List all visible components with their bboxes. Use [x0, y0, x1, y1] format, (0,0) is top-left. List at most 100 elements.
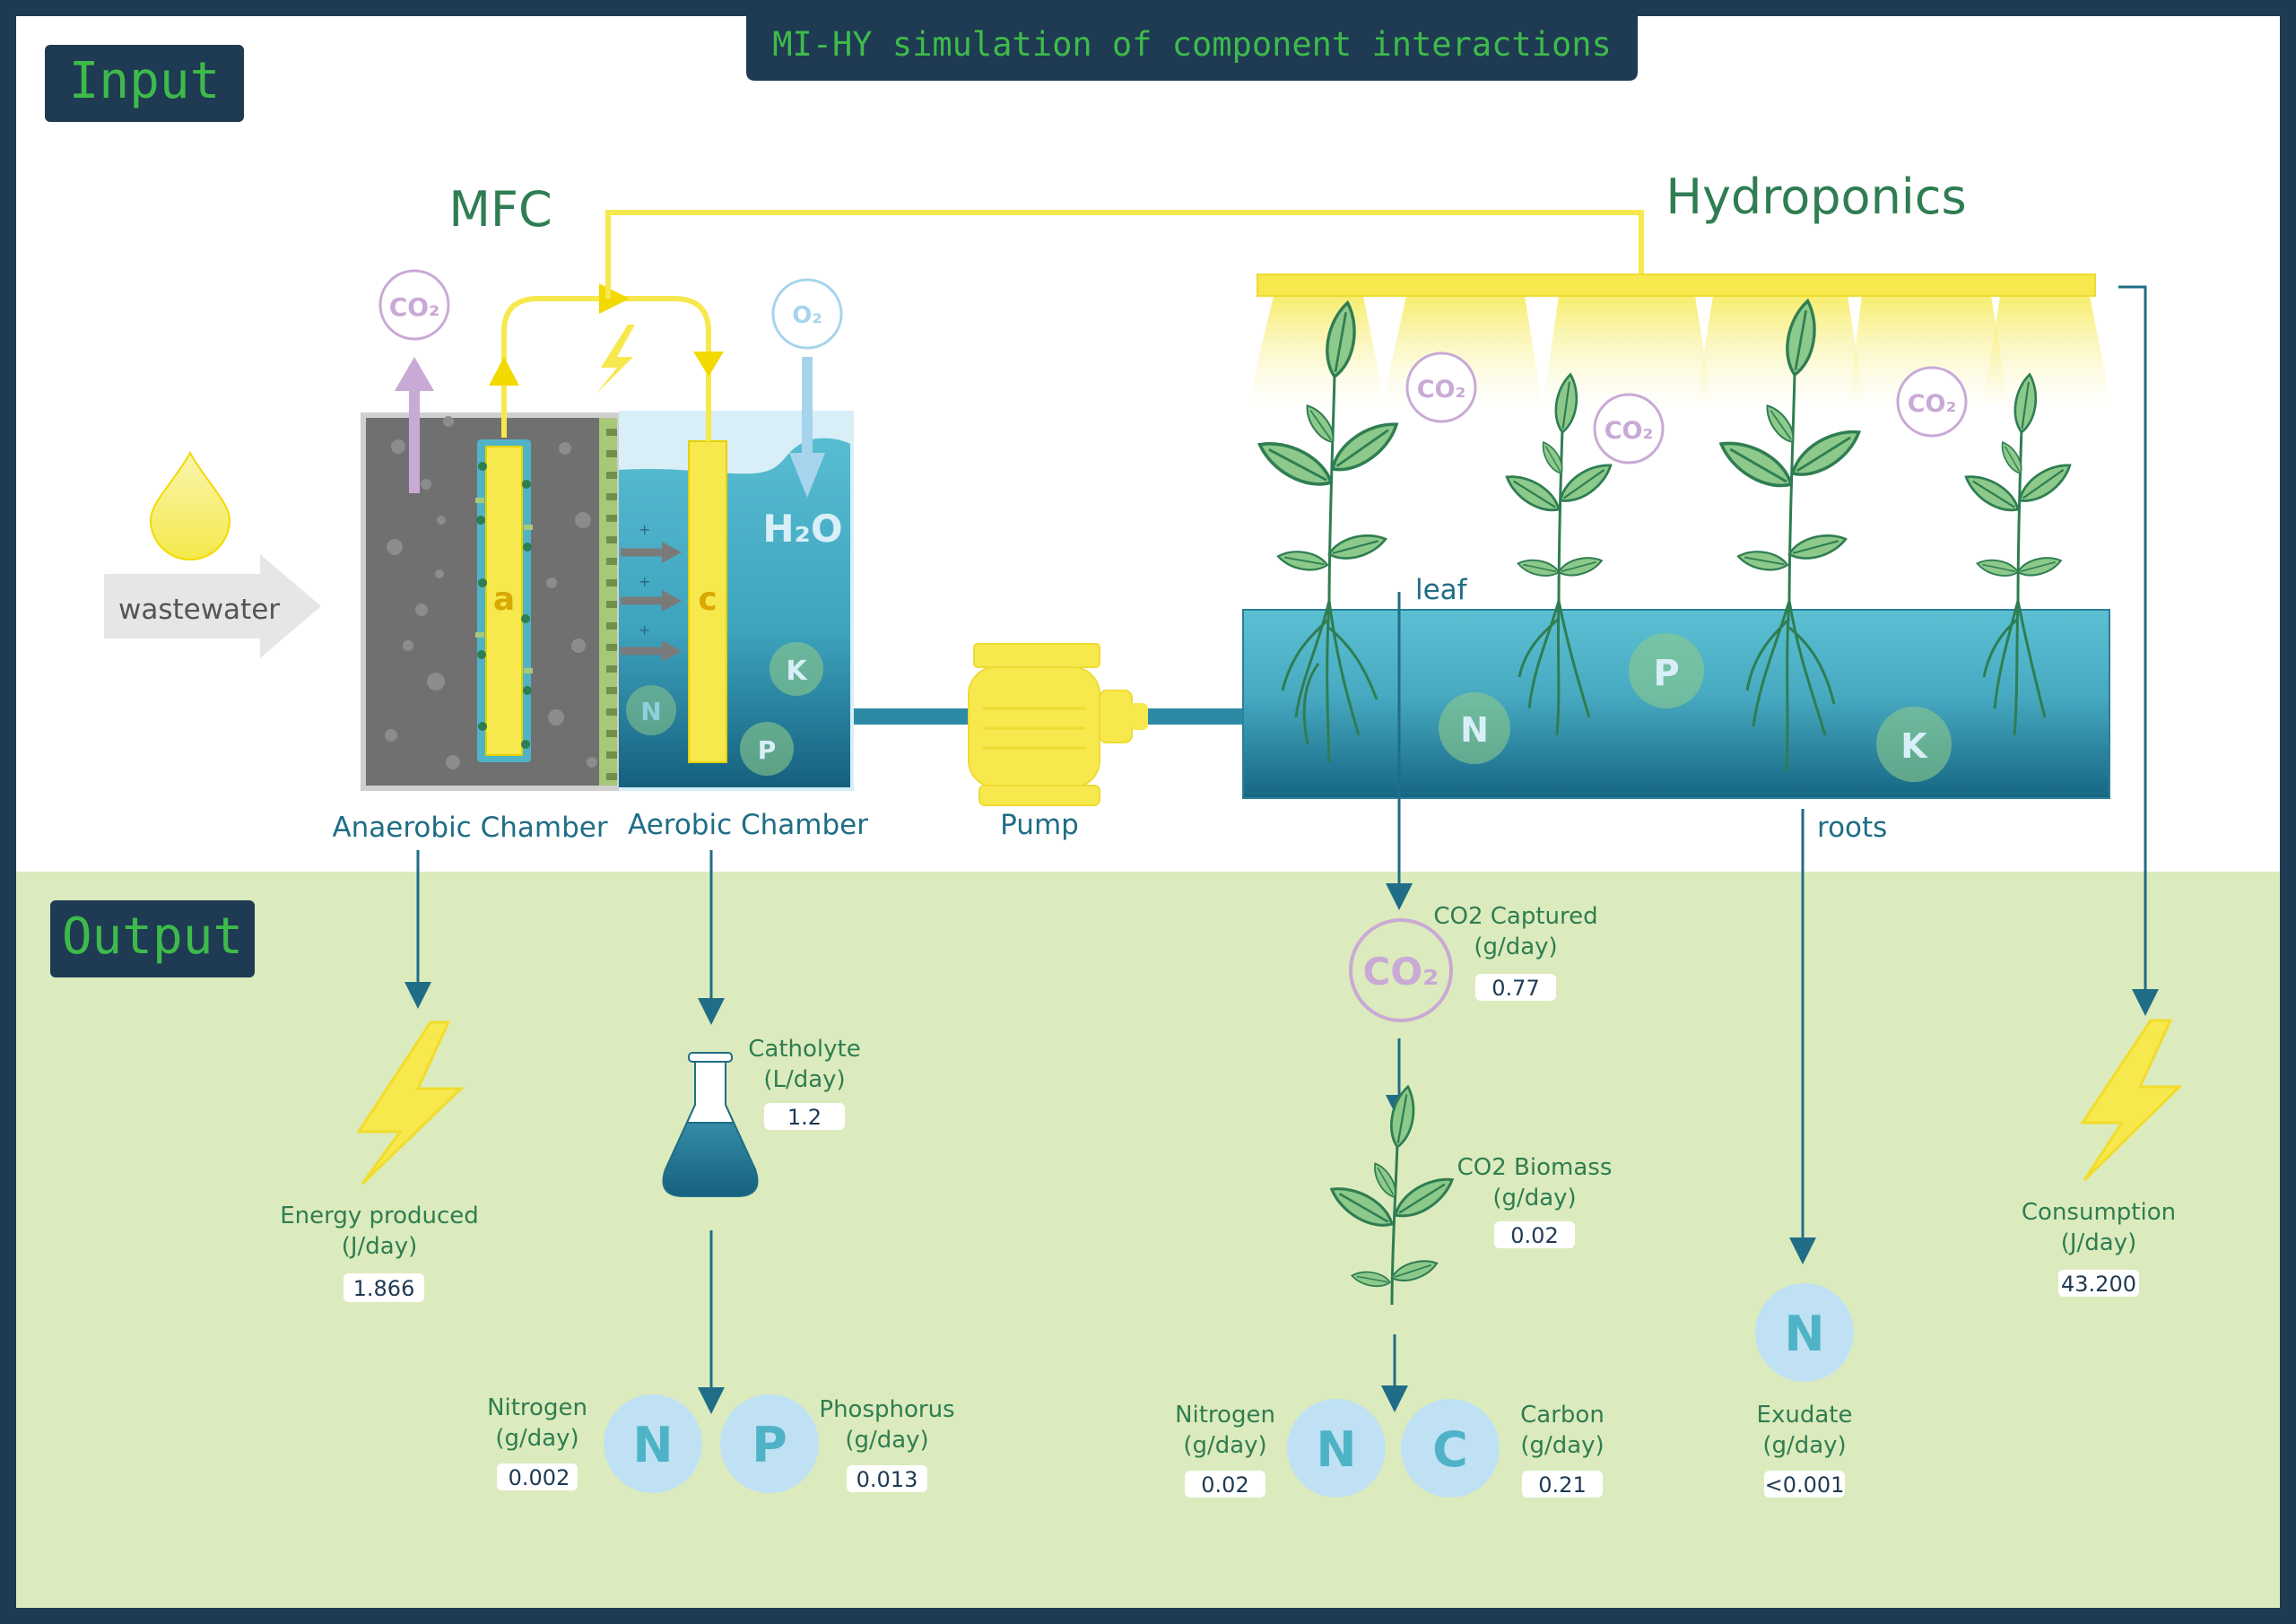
- svg-text:CO₂: CO₂: [1363, 950, 1439, 994]
- tank-nutrient-k: K: [1876, 707, 1952, 782]
- catholyte-value: 1.2: [787, 1105, 822, 1130]
- svg-text:(g/day): (g/day): [1474, 934, 1557, 960]
- consumption-output: Consumption (J/day) 43.200: [2022, 1199, 2176, 1297]
- output-label: Output: [62, 908, 243, 966]
- mfc-co2-icon: CO₂: [378, 269, 450, 341]
- svg-text:Carbon: Carbon: [1520, 1402, 1605, 1429]
- grow-light: [1247, 274, 2112, 408]
- svg-text:CO2 Biomass: CO2 Biomass: [1457, 1154, 1613, 1181]
- wastewater-drop-icon: [149, 450, 231, 560]
- biomass-plant-icon: [1324, 1083, 1460, 1306]
- svg-text:C: C: [1432, 1421, 1468, 1478]
- aerobic-chamber: +++ c H₂O K N P: [619, 411, 854, 791]
- carbon-value: 0.21: [1538, 1472, 1586, 1498]
- roots-label: roots: [1817, 812, 1887, 844]
- svg-text:P: P: [758, 735, 777, 765]
- nitrogen-mfc-value: 0.002: [509, 1465, 570, 1490]
- svg-text:N: N: [1784, 1306, 1824, 1362]
- svg-text:Nitrogen: Nitrogen: [487, 1394, 587, 1421]
- consumption-lightning-icon: [2080, 1019, 2183, 1182]
- pump-label: Pump: [1000, 809, 1079, 841]
- energy-value: 1.866: [353, 1276, 415, 1301]
- output-panel: [16, 872, 2280, 1608]
- hydro-co2-icon-3: CO₂: [1896, 366, 1968, 438]
- page-title: MI-HY simulation of component interactio…: [772, 25, 1612, 64]
- svg-text:Catholyte: Catholyte: [748, 1036, 860, 1063]
- cathode-label: c: [698, 581, 717, 618]
- svg-text:CO₂: CO₂: [1417, 376, 1466, 404]
- mfc-nutrient-p: P: [740, 722, 794, 776]
- svg-text:+: +: [639, 521, 650, 538]
- co2-captured-value: 0.77: [1492, 976, 1539, 1001]
- anaerobic-label: Anaerobic Chamber: [332, 812, 607, 844]
- aerobic-label: Aerobic Chamber: [628, 809, 868, 841]
- svg-text:(g/day): (g/day): [845, 1427, 928, 1454]
- nitrogen-hydro-value: 0.02: [1201, 1472, 1248, 1498]
- cathode: c: [688, 440, 727, 763]
- o2-in-arrow: [789, 357, 825, 498]
- hydro-co2-icon-2: CO₂: [1593, 393, 1665, 465]
- co2-biomass-output: CO2 Biomass (g/day) 0.02: [1457, 1154, 1613, 1248]
- power-line: [605, 210, 1644, 299]
- svg-text:(g/day): (g/day): [1762, 1432, 1846, 1459]
- plant-4: [1959, 371, 2077, 609]
- svg-text:(g/day): (g/day): [1492, 1185, 1576, 1211]
- svg-text:Phosphorus: Phosphorus: [819, 1396, 954, 1423]
- svg-text:(J/day): (J/day): [342, 1233, 418, 1260]
- mfc-lightning-icon: [596, 325, 635, 395]
- svg-text:O₂: O₂: [792, 302, 822, 329]
- phosphorus-value: 0.013: [857, 1467, 918, 1492]
- svg-text:Consumption: Consumption: [2022, 1199, 2176, 1226]
- svg-text:+: +: [639, 573, 650, 590]
- hydro-output-n-icon: N: [1287, 1399, 1386, 1498]
- h2o-label: H₂O: [762, 507, 842, 551]
- svg-text:N: N: [1316, 1421, 1356, 1478]
- co2-captured-output: CO2 Captured (g/day) 0.77: [1433, 903, 1598, 1001]
- pump-icon: [968, 643, 1148, 806]
- tank-nutrient-n: N: [1439, 692, 1510, 764]
- exudate-n-icon: N: [1755, 1283, 1854, 1382]
- co2-biomass-value: 0.02: [1510, 1223, 1558, 1248]
- cathode-down-arrow: [693, 352, 724, 377]
- anode-label: a: [493, 581, 515, 618]
- svg-text:Energy produced: Energy produced: [280, 1203, 479, 1229]
- roots: [1281, 600, 2047, 772]
- svg-text:CO2 Captured: CO2 Captured: [1433, 903, 1597, 930]
- svg-text:P: P: [1653, 653, 1679, 694]
- svg-text:P: P: [752, 1417, 787, 1473]
- mfc-output-p-icon: P: [720, 1394, 819, 1493]
- svg-text:CO₂: CO₂: [1908, 390, 1957, 418]
- mfc-heading: MFC: [448, 181, 552, 238]
- input-badge: Input: [45, 45, 244, 122]
- anode: a: [475, 439, 533, 762]
- svg-text:(g/day): (g/day): [1520, 1432, 1604, 1459]
- nitrogen-mfc-output: Nitrogen (g/day) 0.002: [487, 1394, 587, 1490]
- output-badge: Output: [50, 900, 255, 977]
- leaf-label: leaf: [1415, 574, 1468, 606]
- svg-text:N: N: [640, 697, 661, 726]
- catholyte-output: Catholyte (L/day) 1.2: [748, 1036, 861, 1130]
- svg-text:(g/day): (g/day): [1183, 1432, 1266, 1459]
- consumption-value: 43.200: [2061, 1272, 2136, 1297]
- exudate-value: <0.001: [1765, 1472, 1845, 1498]
- co2-captured-icon: CO₂: [1349, 918, 1453, 1022]
- svg-text:K: K: [786, 656, 808, 687]
- energy-output: Energy produced (J/day) 1.866: [280, 1203, 479, 1302]
- anode-up-arrow: [489, 357, 519, 386]
- mfc-nutrient-n: N: [626, 685, 676, 735]
- svg-text:Exudate: Exudate: [1757, 1402, 1853, 1429]
- tank-nutrient-p: P: [1629, 633, 1704, 708]
- svg-text:K: K: [1900, 726, 1928, 766]
- plant-1: [1251, 299, 1406, 609]
- hydroponics-heading: Hydroponics: [1665, 169, 1966, 225]
- svg-text:Nitrogen: Nitrogen: [1175, 1402, 1275, 1429]
- svg-text:N: N: [632, 1417, 673, 1473]
- carbon-output: Carbon (g/day) 0.21: [1520, 1402, 1605, 1498]
- input-label: Input: [69, 52, 221, 110]
- svg-text:CO₂: CO₂: [1605, 417, 1654, 445]
- svg-text:(J/day): (J/day): [2061, 1229, 2137, 1256]
- wastewater-arrow: wastewater: [104, 554, 321, 658]
- svg-text:N: N: [1460, 710, 1489, 750]
- mfc-output-n-icon: N: [604, 1394, 702, 1493]
- o2-icon: O₂: [771, 278, 843, 350]
